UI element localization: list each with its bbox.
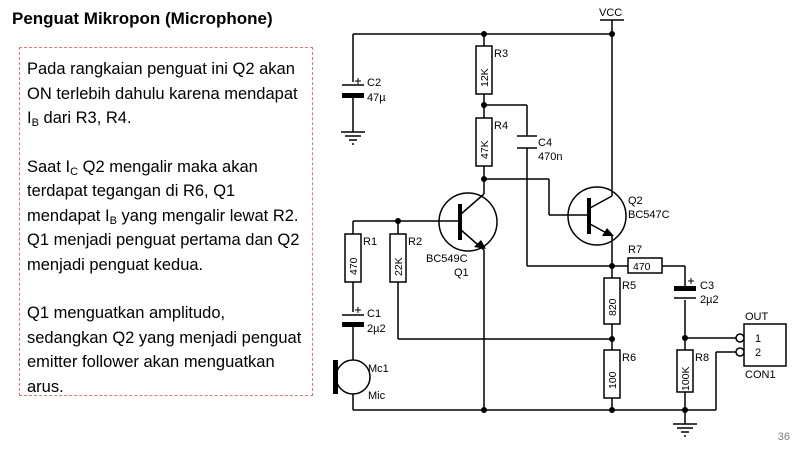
svg-text:470: 470 bbox=[633, 261, 651, 273]
paragraph-1: Pada rangkaian penguat ini Q2 akan ON te… bbox=[27, 60, 298, 129]
svg-text:47K: 47K bbox=[479, 140, 491, 159]
svg-text:Q1: Q1 bbox=[454, 267, 469, 279]
resistor-r7: 470 R7 bbox=[627, 244, 663, 274]
svg-text:R6: R6 bbox=[622, 352, 636, 364]
svg-text:R5: R5 bbox=[622, 280, 636, 292]
svg-text:2µ2: 2µ2 bbox=[700, 294, 719, 306]
svg-text:BC549C: BC549C bbox=[426, 253, 468, 265]
svg-text:22K: 22K bbox=[393, 257, 405, 276]
svg-text:C3: C3 bbox=[700, 280, 714, 292]
svg-text:100: 100 bbox=[607, 371, 619, 389]
capacitor-c3: C3 2µ2 bbox=[674, 278, 719, 306]
svg-text:Mic: Mic bbox=[368, 390, 386, 402]
vcc-label: VCC bbox=[599, 7, 622, 19]
resistor-r2: 22K R2 bbox=[389, 233, 422, 283]
resistor-r3: 12K R3 bbox=[475, 45, 508, 95]
vcc-terminal: VCC bbox=[599, 7, 624, 21]
transistor-q2: Q2 BC547C bbox=[567, 186, 670, 246]
svg-text:R7: R7 bbox=[628, 244, 642, 256]
connector-name: CON1 bbox=[745, 369, 776, 381]
svg-text:R8: R8 bbox=[695, 352, 709, 364]
svg-text:12K: 12K bbox=[479, 68, 491, 87]
svg-text:Mc1: Mc1 bbox=[368, 363, 389, 375]
svg-text:470n: 470n bbox=[538, 151, 562, 163]
svg-text:Q2: Q2 bbox=[628, 195, 643, 207]
resistor-r1: 470 R1 bbox=[344, 233, 377, 283]
capacitor-c4: C4 470n bbox=[517, 135, 562, 163]
ground-icon bbox=[673, 423, 697, 437]
svg-text:R1: R1 bbox=[363, 236, 377, 248]
svg-text:1: 1 bbox=[755, 333, 761, 345]
svg-text:820: 820 bbox=[607, 298, 619, 316]
junction-dots bbox=[395, 31, 688, 413]
svg-text:2µ2: 2µ2 bbox=[367, 323, 386, 335]
resistor-r6: 100 R6 bbox=[603, 349, 636, 399]
capacitor-c2: C2 47µ bbox=[342, 77, 386, 104]
output-connector: OUT 1 2 CON1 bbox=[735, 311, 787, 381]
svg-text:C2: C2 bbox=[367, 77, 381, 89]
connector-out-label: OUT bbox=[745, 311, 769, 323]
microphone-mc1: Mc1 Mic bbox=[333, 359, 389, 402]
svg-text:R2: R2 bbox=[408, 236, 422, 248]
svg-text:C4: C4 bbox=[538, 137, 552, 149]
wires bbox=[352, 20, 740, 424]
svg-text:470: 470 bbox=[348, 257, 360, 275]
paragraph-3: Q1 menguatkan amplitudo, sedangkan Q2 ya… bbox=[27, 304, 302, 396]
resistor-r4: 47K R4 bbox=[475, 117, 508, 167]
ground-c2-icon bbox=[341, 131, 365, 145]
svg-text:100K: 100K bbox=[680, 366, 692, 391]
svg-text:2: 2 bbox=[755, 347, 761, 359]
resistor-r8: 100K R8 bbox=[676, 349, 709, 393]
slide-title: Penguat Mikropon (Microphone) bbox=[12, 9, 273, 28]
svg-text:R4: R4 bbox=[494, 120, 508, 132]
page-number: 36 bbox=[777, 431, 790, 443]
svg-text:47µ: 47µ bbox=[367, 92, 386, 104]
svg-text:C1: C1 bbox=[367, 308, 381, 320]
svg-text:BC547C: BC547C bbox=[628, 209, 670, 221]
resistor-r5: 820 R5 bbox=[603, 277, 636, 325]
svg-text:R3: R3 bbox=[494, 48, 508, 60]
transistor-q1: BC549C Q1 bbox=[426, 192, 498, 279]
paragraph-2: Saat IC Q2 mengalir maka akan terdapat t… bbox=[27, 157, 300, 274]
capacitor-c1: C1 2µ2 bbox=[342, 307, 386, 335]
description-box: Pada rangkaian penguat ini Q2 akan ON te… bbox=[19, 47, 313, 396]
